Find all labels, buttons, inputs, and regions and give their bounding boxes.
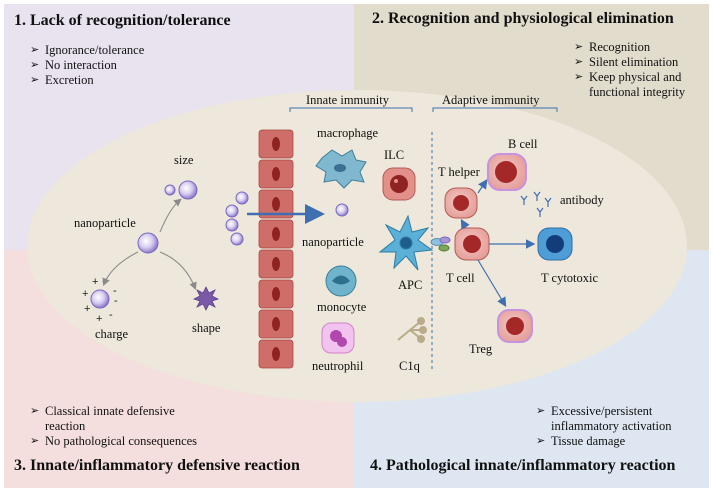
svg-text:+: +: [96, 313, 102, 325]
neutrophil-cell: [321, 322, 355, 354]
label-b-cell: B cell: [508, 137, 538, 151]
tcr-mhc-complex: [430, 236, 451, 252]
quadrant-1-bullets: Ignorance/tolerance No interaction Excre…: [30, 43, 144, 88]
t-cell: [454, 227, 490, 261]
label-size: size: [174, 153, 194, 167]
label-antibody: antibody: [560, 193, 604, 207]
bullet: Classical innate defensive reaction: [30, 404, 175, 434]
quadrant-3-bullets: Classical innate defensive reaction No p…: [30, 404, 250, 449]
label-nanoparticle-mid: nanoparticle: [302, 235, 364, 249]
t-cytotoxic-cell: [537, 227, 573, 261]
quadrant-4-bullets: Excessive/persistent inflammatory activa…: [536, 404, 706, 449]
treg-cell: [497, 309, 533, 343]
label-t-cytotoxic: T cytotoxic: [541, 271, 599, 285]
label-macrophage: macrophage: [317, 126, 379, 140]
svg-text:-: -: [114, 295, 118, 307]
label-t-helper: T helper: [438, 165, 480, 179]
svg-text:+: +: [84, 303, 90, 315]
t-helper-cell: [444, 187, 478, 219]
label-treg: Treg: [469, 342, 493, 356]
bullet: Ignorance/tolerance: [30, 43, 144, 58]
shape-particle-star: [192, 286, 220, 311]
t-cell-arrows: [460, 179, 536, 308]
label-innate-immunity: Innate immunity: [306, 93, 389, 107]
ilc-cell: [382, 167, 416, 201]
quadrant-3-title: 3. Innate/inflammatory defensive reactio…: [14, 457, 300, 474]
property-arrows: [102, 198, 197, 291]
tissue-cell-column: [258, 129, 294, 369]
bullet: Tissue damage: [536, 434, 706, 449]
label-adaptive-immunity: Adaptive immunity: [442, 93, 540, 107]
svg-text:+: +: [92, 276, 98, 288]
bullet: Recognition: [574, 40, 713, 55]
label-monocyte: monocyte: [317, 300, 367, 314]
monocyte-cell: [325, 265, 357, 297]
quadrant-2-bullets: Recognition Silent elimination Keep phys…: [574, 40, 713, 100]
bullet: Excretion: [30, 73, 144, 88]
section-brackets: [289, 107, 558, 112]
svg-text:-: -: [113, 285, 117, 297]
label-neutrophil: neutrophil: [312, 359, 364, 373]
label-ilc: ILC: [384, 148, 405, 162]
quadrant-2-title: 2. Recognition and physiological elimina…: [372, 10, 674, 27]
bullet: No pathological consequences: [30, 434, 250, 449]
c1q-molecule: [397, 317, 427, 343]
label-t-cell: T cell: [446, 271, 475, 285]
label-charge: charge: [95, 327, 129, 341]
antibodies: [520, 191, 552, 217]
svg-text:-: -: [109, 309, 113, 321]
bullet: Excessive/persistent inflammatory activa…: [536, 404, 701, 434]
apc-cell: [378, 214, 434, 271]
bullet: Silent elimination: [574, 55, 713, 70]
quadrant-1-title: 1. Lack of recognition/tolerance: [14, 12, 231, 29]
quadrant-4-title: 4. Pathological innate/inflammatory reac…: [370, 457, 676, 474]
nanoparticle-cluster: [90, 180, 349, 309]
bullet: No interaction: [30, 58, 144, 73]
label-apc: APC: [398, 278, 423, 292]
b-cell: [487, 153, 527, 191]
label-shape: shape: [192, 321, 221, 335]
label-c1q: C1q: [399, 359, 420, 373]
svg-text:+: +: [82, 288, 88, 300]
bullet: Keep physical and functional integrity: [574, 70, 713, 100]
label-nanoparticle-left: nanoparticle: [74, 216, 136, 230]
